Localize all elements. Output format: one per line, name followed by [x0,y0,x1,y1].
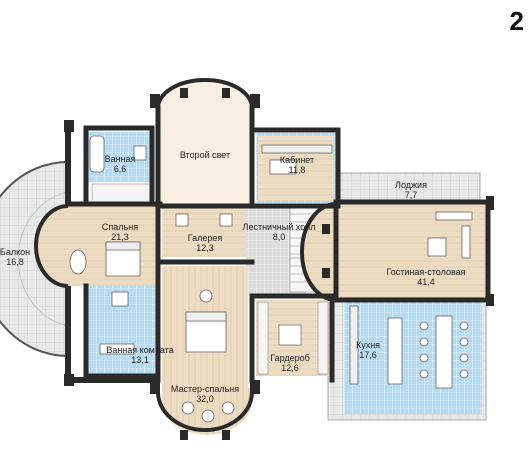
wall-arcs [34,78,337,432]
living-floor [340,202,486,300]
wardrobe-rail-left [257,301,269,375]
wardrobe-rail-right [317,301,329,375]
outer-walls [65,126,160,383]
wardrobe-ottoman [278,324,302,346]
room-label-second-light: Второй свет [179,150,231,160]
loggia-area [339,172,481,202]
floor-number: 2 [509,6,524,36]
second-light-area [160,81,250,205]
balcony-railing [0,161,69,357]
furniture [69,135,473,423]
living-bay [304,204,340,300]
kitchen-floor [344,302,482,414]
walls [65,105,491,383]
balcony-inner-arc [17,191,69,327]
bedroom-bay [34,206,68,286]
bedroom-closet [91,183,155,205]
